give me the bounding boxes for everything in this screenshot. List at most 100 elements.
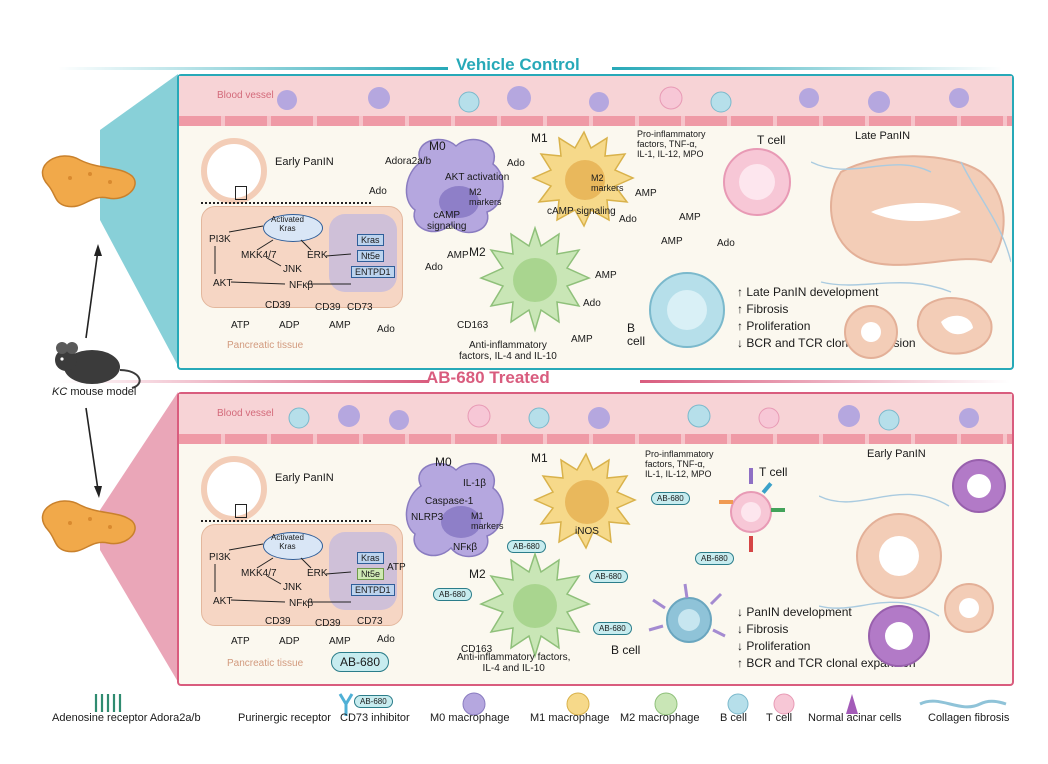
receptor-icon bbox=[94, 694, 122, 712]
ab680-panel: Blood vessel Early PanIN Activated Kras … bbox=[177, 392, 1014, 686]
cd73-label: CD73 bbox=[347, 302, 373, 313]
m1-markers-label: M1 markers bbox=[471, 511, 504, 531]
early-panin-label-b: Early PanIN bbox=[275, 472, 334, 484]
early-panin-right-art bbox=[819, 459, 1006, 667]
m2-macrophage-b bbox=[479, 551, 591, 659]
adp-label-b: ADP bbox=[279, 636, 300, 647]
m0-macrophage bbox=[405, 138, 504, 234]
inos-label: iNOS bbox=[575, 526, 599, 537]
b-cell-label: B cell bbox=[627, 321, 646, 349]
ab-outcome-3: ↓ Proliferation bbox=[737, 639, 811, 653]
m2-amp-label: AMP bbox=[447, 250, 469, 261]
inhibitor-icon: AB-680 bbox=[354, 695, 393, 708]
vehicle-title-line-right bbox=[612, 67, 1002, 70]
m2-amp-right1: AMP bbox=[595, 270, 617, 281]
m2-label: M2 bbox=[469, 245, 486, 259]
m2-label-b: M2 bbox=[469, 567, 486, 581]
legend-inhibitor: CD73 inhibitor bbox=[340, 712, 410, 724]
entpd1-gene-b: ENTPD1 bbox=[351, 584, 395, 596]
cd39-label-1b: CD39 bbox=[265, 616, 291, 627]
vc-outcome-3: ↑ Proliferation bbox=[737, 319, 811, 333]
m1-m2-markers-label: M2 markers bbox=[591, 173, 624, 193]
m0-macrophage-b bbox=[405, 462, 504, 558]
m2-markers-label: M2 markers bbox=[469, 187, 502, 207]
m2-ado-label: Ado bbox=[425, 262, 443, 273]
amp-label-b: AMP bbox=[329, 636, 351, 647]
legend-tcell: T cell bbox=[766, 712, 793, 724]
t-cell-nucleus bbox=[739, 164, 775, 200]
b-cell-b bbox=[648, 583, 726, 643]
ab680-m2-right2: AB-680 bbox=[593, 622, 632, 635]
erk-label: ERK bbox=[307, 250, 328, 261]
kras-gene-b: Kras bbox=[357, 552, 384, 564]
legend-icons bbox=[94, 692, 1007, 716]
ab680-tcell: AB-680 bbox=[695, 552, 734, 565]
caspase-label: Caspase-1 bbox=[425, 496, 474, 507]
b-cell-nucleus bbox=[667, 290, 707, 330]
t-cell-label: T cell bbox=[757, 133, 786, 147]
treated-title: AB-680 Treated bbox=[426, 368, 550, 387]
il1b-label: IL-1β bbox=[463, 478, 486, 489]
ab-outcome-1: ↓ PanIN development bbox=[737, 605, 852, 619]
cd163-label: CD163 bbox=[457, 320, 489, 331]
legend-m1: M1 macrophage bbox=[530, 712, 610, 724]
ado-m0-label: Ado bbox=[369, 186, 387, 197]
akt-label: AKT bbox=[213, 278, 233, 289]
ab-outcomes: ↓ PanIN development ↓ Fibrosis ↓ Prolife… bbox=[737, 604, 916, 672]
collagen-icon bbox=[919, 699, 1007, 709]
pancreas-top-icon bbox=[41, 155, 136, 208]
erk-label-b: ERK bbox=[307, 568, 328, 579]
endothelium-top bbox=[179, 116, 1012, 126]
jnk-label: JNK bbox=[283, 264, 302, 275]
teal-zoom-beam bbox=[100, 74, 178, 366]
early-panin-ring-b bbox=[201, 456, 267, 522]
m1-macrophage-b bbox=[533, 452, 637, 550]
entpd1-gene: ENTPD1 bbox=[351, 266, 395, 278]
m1-ado-label: Ado bbox=[507, 158, 525, 169]
t-cell-b bbox=[719, 468, 785, 552]
m1-label: M1 bbox=[531, 131, 548, 145]
m0-label-b: M0 bbox=[435, 455, 452, 469]
blood-vessel-label: Blood vessel bbox=[217, 90, 274, 101]
m1-label-b: M1 bbox=[531, 451, 548, 465]
nt5e-gene-b: Nt5e bbox=[357, 568, 385, 580]
cd73-label-b: CD73 bbox=[357, 616, 383, 627]
legend-receptor: Adenosine receptor Adora2a/b bbox=[52, 712, 201, 724]
activated-kras-oval bbox=[263, 214, 323, 242]
mkk-label-b: MKK4/7 bbox=[241, 568, 277, 579]
early-panin-ring bbox=[201, 138, 267, 204]
m2-icon bbox=[654, 692, 678, 716]
jnk-label-b: JNK bbox=[283, 582, 302, 593]
mkk-label: MKK4/7 bbox=[241, 250, 277, 261]
blood-vessel-label-bottom: Blood vessel bbox=[217, 408, 274, 419]
m1-ado-right-label: Ado bbox=[619, 214, 637, 225]
ab-outcome-4: ↑ BCR and TCR clonal expansion bbox=[737, 656, 916, 670]
zoom-line-b bbox=[201, 520, 371, 522]
b-cell bbox=[649, 272, 725, 348]
zoom-line bbox=[201, 202, 371, 204]
pi3k-label: PI3K bbox=[209, 234, 231, 245]
m0-label: M0 bbox=[429, 139, 446, 153]
cd39-label-2b: CD39 bbox=[315, 618, 341, 629]
legend-m0: M0 macrophage bbox=[430, 712, 510, 724]
nfkb-label-b: NFκβ bbox=[289, 598, 314, 609]
cd163-label-b: CD163 bbox=[461, 644, 493, 655]
t-cell-label-b: T cell bbox=[759, 465, 788, 479]
anti-inflam-label: Anti-inflammatory factors, IL-4 and IL-1… bbox=[459, 340, 557, 362]
m1-camp-label: cAMP signaling bbox=[547, 206, 616, 217]
vehicle-control-panel: Blood vessel Early PanIN Activated Kras … bbox=[177, 74, 1014, 370]
ado-label-b: Ado bbox=[377, 634, 395, 645]
mouse-icon bbox=[55, 342, 141, 389]
ab680-m1: AB-680 bbox=[651, 492, 690, 505]
amp-label: AMP bbox=[329, 320, 351, 331]
anti-inflam-label-b: Anti-inflammatory factors, IL-4 and IL-1… bbox=[457, 652, 571, 674]
ab-outcome-2: ↓ Fibrosis bbox=[737, 622, 789, 636]
atp-m0-label: ATP bbox=[387, 562, 406, 573]
m2-ado-right: Ado bbox=[583, 298, 601, 309]
zoom-box bbox=[235, 186, 247, 200]
nfkb-label: NFκβ bbox=[289, 280, 314, 291]
atp-label-b: ATP bbox=[231, 636, 250, 647]
tcell-icon bbox=[773, 693, 795, 715]
pathway-arrows-vc bbox=[214, 225, 352, 285]
b-cell-label-b: B cell bbox=[611, 643, 641, 657]
